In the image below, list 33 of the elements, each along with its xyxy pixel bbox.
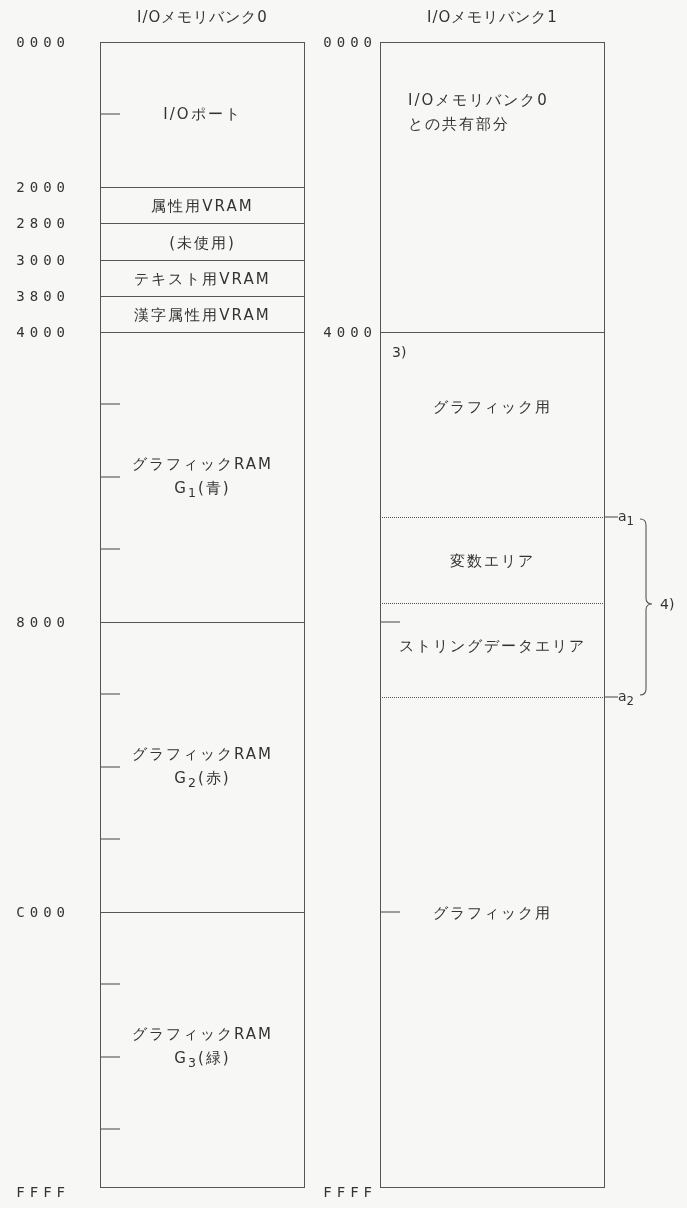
region-label: 属性用VRAM — [151, 196, 254, 217]
boundary-marker: a$_{1}$ — [618, 508, 634, 529]
leader-line — [604, 696, 619, 698]
note-number: 3) — [392, 344, 407, 360]
region-label: (未使用) — [169, 232, 236, 254]
address-label: 3000 — [16, 252, 70, 268]
address-label: 0000 — [16, 34, 70, 50]
region-label: 変数エリア — [450, 551, 535, 572]
address-label: 2800 — [16, 215, 70, 231]
bank-heading: I/Oメモリバンク1 — [426, 7, 559, 28]
region-label: 漢字属性用VRAM — [134, 305, 271, 326]
address-label: C000 — [16, 904, 70, 920]
bank-heading: I/Oメモリバンク0 — [136, 7, 269, 28]
region-label: ストリングデータエリア — [399, 636, 586, 657]
address-label: 8000 — [16, 614, 70, 630]
address-label: 2000 — [16, 179, 70, 195]
address-label: 4000 — [16, 324, 70, 340]
address-label: 3800 — [16, 288, 70, 304]
boundary-marker: a$_{2}$ — [618, 688, 634, 709]
region-label: グラフィックRAM G$_{2}$(赤) — [132, 743, 273, 792]
region-label: I/Oポート — [163, 104, 242, 125]
address-label: FFFF — [323, 1184, 377, 1200]
address-label: FFFF — [16, 1184, 70, 1200]
region-label: グラフィックRAM G$_{1}$(青) — [132, 453, 273, 502]
region-label: グラフィックRAM G$_{3}$(緑) — [132, 1023, 273, 1072]
region-label: I/Oメモリバンク0 との共有部分 — [408, 90, 550, 135]
address-label: 0000 — [323, 34, 377, 50]
region-label: テキスト用VRAM — [134, 269, 271, 290]
address-label: 4000 — [323, 324, 377, 340]
region-label: グラフィック用 — [433, 397, 552, 418]
note-number: 4) — [660, 596, 675, 612]
leader-line — [604, 516, 619, 518]
region-label: グラフィック用 — [433, 903, 552, 924]
